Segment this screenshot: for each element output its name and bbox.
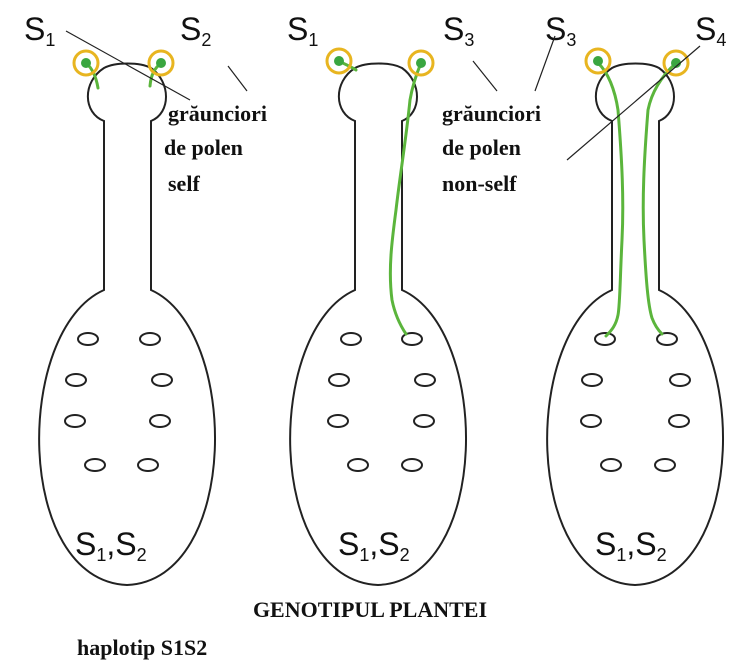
ovule [66,374,86,386]
ovule [582,374,602,386]
ovule [595,333,615,345]
annotation-non-self: grăunciori de polen non-self [442,101,541,196]
ovule [669,415,689,427]
pollen-label: S1 [287,11,318,50]
pollen-label: S3 [443,11,474,50]
ovule [414,415,434,427]
pollen-grain-s1 [74,51,98,75]
ovule [402,459,422,471]
ovule [581,415,601,427]
annotation-line: non-self [442,171,517,196]
ovule [341,333,361,345]
ovule [328,415,348,427]
ovule [329,374,349,386]
ovule [348,459,368,471]
ovule [78,333,98,345]
ovule [657,333,677,345]
leader-line-self [228,66,247,91]
genotype-label: S1,S2 [595,526,667,565]
genotype-label: S1,S2 [338,526,410,565]
pistil-3-ovules [581,333,690,471]
ovule [152,374,172,386]
ovule [138,459,158,471]
ovule [140,333,160,345]
pollen-grain-s3 [409,51,433,75]
pollen-grain-s3 [586,49,610,73]
pistil-2-outline [290,64,466,586]
pollen-label: S4 [695,11,726,50]
pistil-2: S1 S3 S1,S2 [287,11,474,585]
ovule [85,459,105,471]
genotype-label: S1,S2 [75,526,147,565]
pistil-2-ovules [328,333,435,471]
pistil-3: S3 S4 S1,S2 [545,11,726,585]
pollen-label: S2 [180,11,211,50]
footer-haplotype: haplotip S1S2 [77,635,207,660]
annotation-line: grăunciori [442,101,541,126]
leader-line-non-self [473,61,497,91]
pollen-grain-s1 [327,49,351,73]
pistil-1: S1 S2 S1,S2 [24,11,215,585]
pistil-1-ovules [65,333,172,471]
pollen-label: S3 [545,11,576,50]
annotation-line: self [168,171,200,196]
pollen-grain-s4 [664,51,688,75]
pollen-label: S1 [24,11,55,50]
pistil-3-outline [547,64,723,586]
ovule [670,374,690,386]
annotation-line: de polen [442,135,521,160]
annotation-line: de polen [164,135,243,160]
ovule [601,459,621,471]
ovule [65,415,85,427]
pollen-grain-s2 [149,51,173,75]
annotation-line: grăunciori [168,101,267,126]
annotation-self: grăunciori de polen self [164,101,267,196]
ovule [150,415,170,427]
ovule [415,374,435,386]
footer-title: GENOTIPUL PLANTEI [253,597,487,622]
ovule [655,459,675,471]
